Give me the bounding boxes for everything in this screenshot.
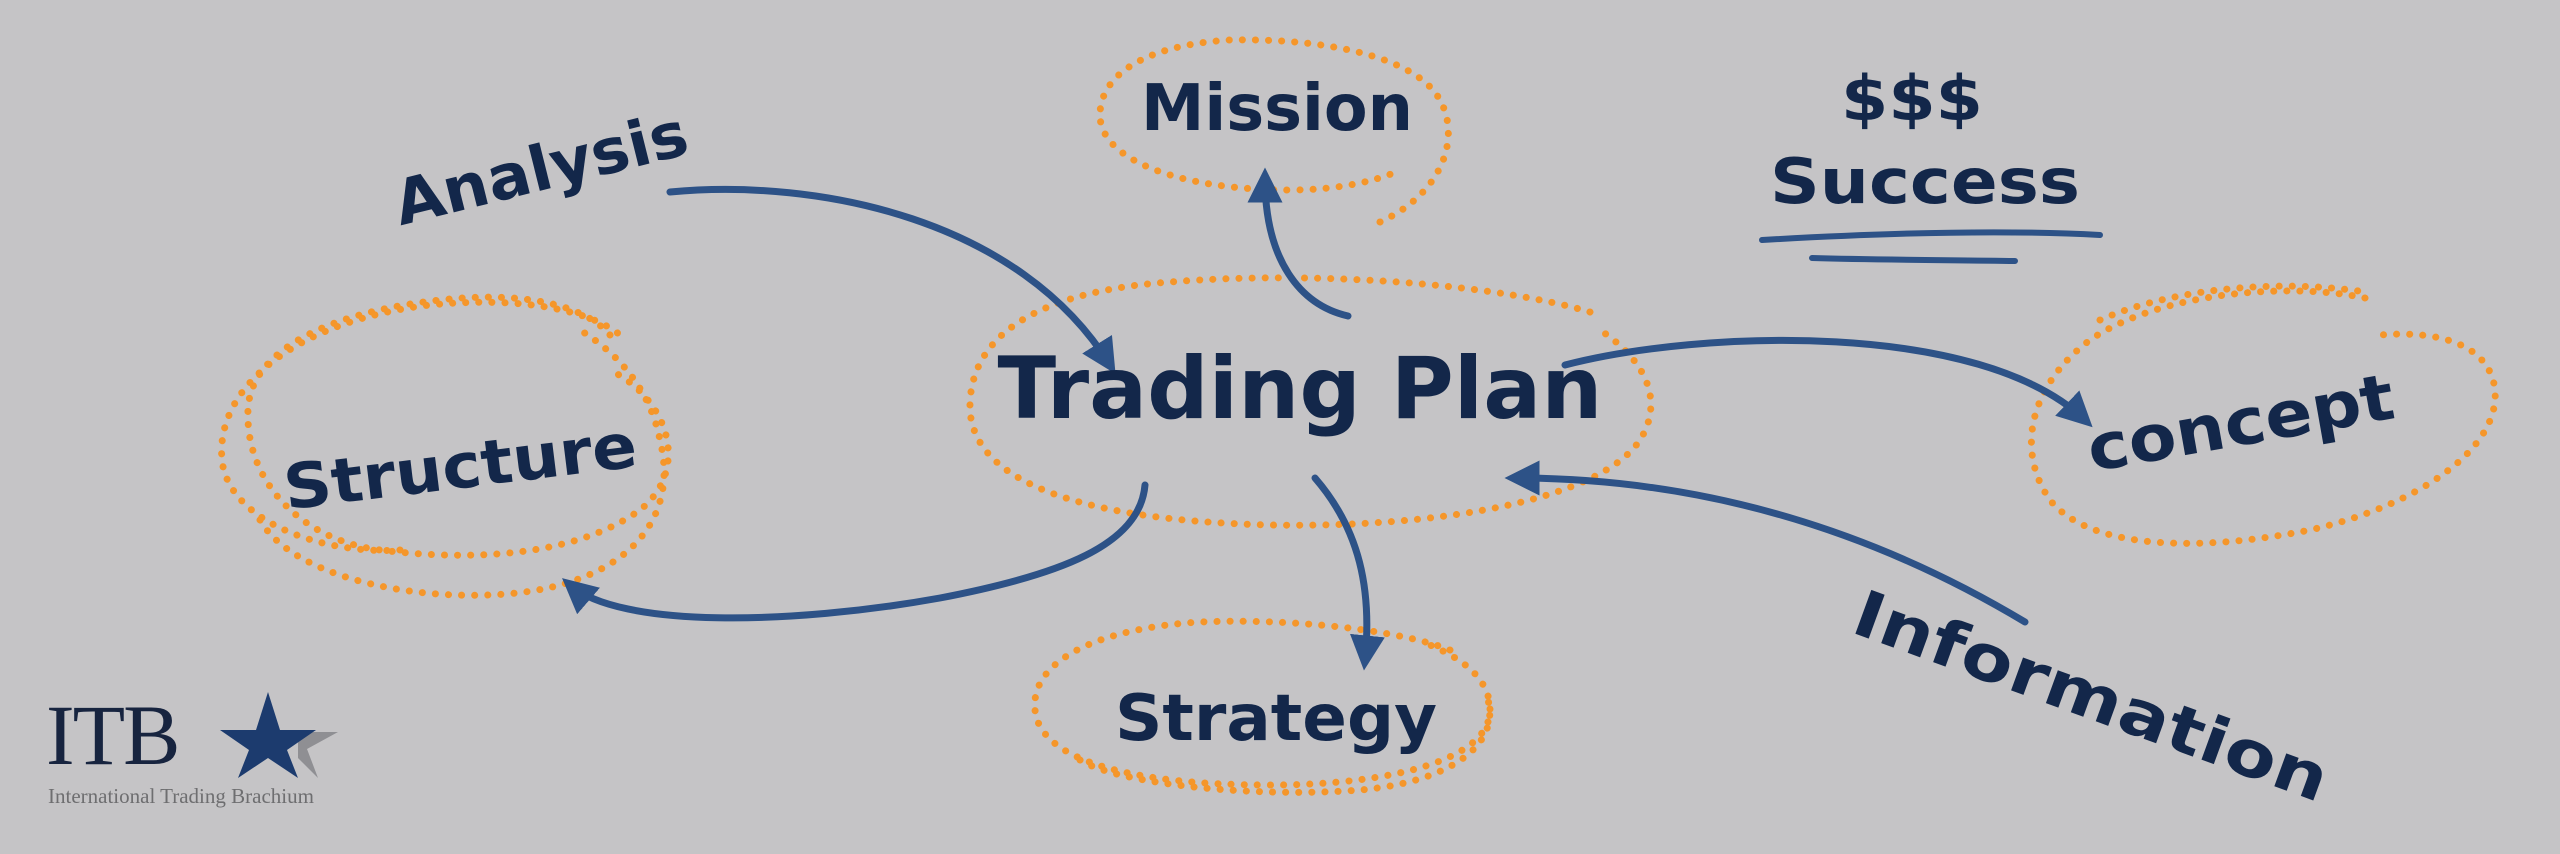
mission-ring [1096,36,1452,226]
node-structure: Structure [280,409,641,525]
center-title: Trading Plan [998,339,1603,439]
arrow-information-to-plan [1504,460,2029,626]
arrow-plan-to-strategy [1311,474,1385,671]
strategy-ring [1031,617,1494,796]
success-underline [1759,229,2103,264]
arrow-plan-to-mission [1247,167,1352,320]
node-success: Success [1770,145,2080,218]
node-concept: concept [2082,361,2400,488]
node-information: Information [1843,577,2338,818]
node-mission: Mission [1141,72,1413,146]
arrow-plan-to-structure [562,481,1149,622]
logo-tagline: International Trading Brachium [48,784,314,808]
center-ring [966,274,1655,529]
arrow-analysis-to-plan [666,185,1116,374]
node-dollars: $$$ [1841,62,1983,135]
concept-ring [2027,282,2499,547]
structure-ring [218,293,672,599]
star-icon [220,692,338,778]
logo-letters: ITB [46,687,181,783]
itb-logo: ITB International Trading Brachium [46,687,338,812]
arrow-plan-to-concept [1561,336,2093,428]
node-analysis: Analysis [386,97,695,240]
node-strategy: Strategy [1115,682,1437,756]
